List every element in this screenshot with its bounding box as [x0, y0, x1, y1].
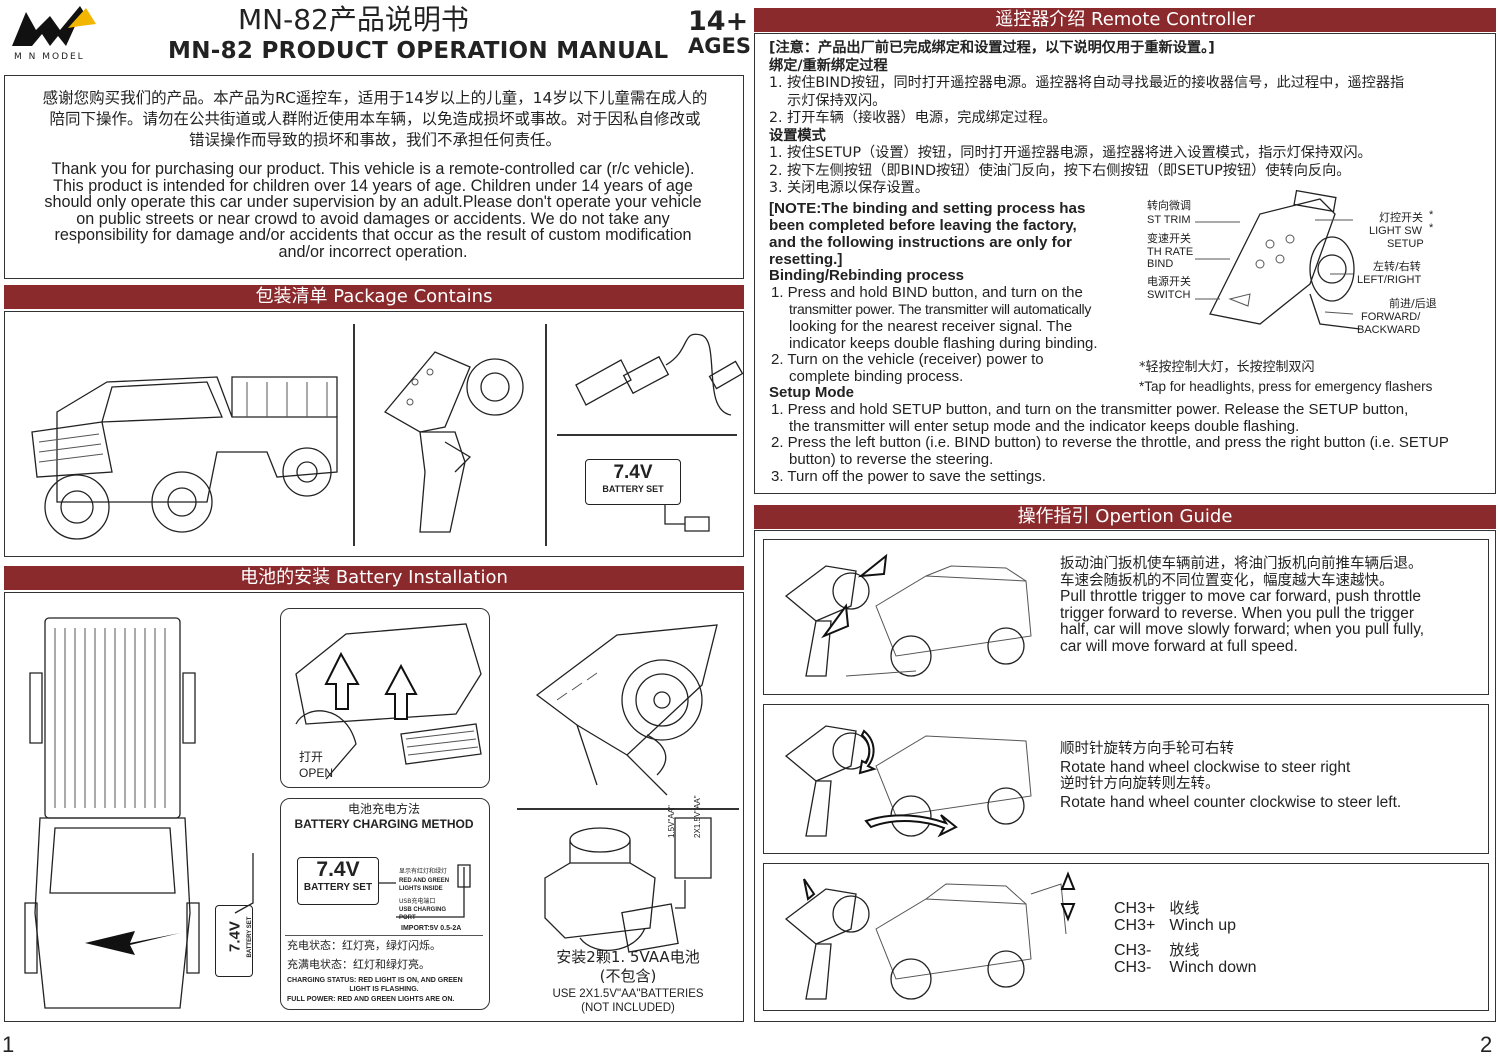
- winch-up-en-row: CH3+ Winch up: [1114, 917, 1237, 934]
- tap-note-en: *Tap for headlights, press for emergency…: [1139, 379, 1433, 394]
- remote-box: [注意：产品出厂前已完成绑定和设置过程，以下说明仅用于重新设置。] 绑定/重新绑…: [754, 33, 1496, 494]
- package-battery: 7.4V BATTERY SET: [585, 459, 681, 505]
- tap-note-cn: *轻按控制大灯，长按控制双闪: [1139, 360, 1315, 375]
- truck-illustration: [17, 322, 347, 552]
- aa-battery-compartment: [525, 818, 725, 958]
- intro-box: 感谢您购买我们的产品。本产品为RC遥控车，适用于14岁以上的儿童，14岁以下儿童…: [4, 75, 744, 279]
- usb-port-en2: PORT: [399, 915, 416, 921]
- winch-panel: CH3+ 收线 CH3+ Winch up CH3- 放线 CH3- Winch…: [763, 863, 1489, 1011]
- import-spec: IMPORT:5V 0.5-2A: [401, 925, 462, 932]
- open-label-cn: 打开: [299, 750, 324, 764]
- setup-step-3: 3. Turn off the power to save the settin…: [771, 468, 1046, 485]
- charger-note-en2: LIGHTS INSIDE: [399, 886, 443, 892]
- throttle-panel: 扳动油门扳机使车辆前进，将油门扳机向前推车辆后退。 车速会随扳机的不同位置变化，…: [763, 539, 1489, 695]
- throttle-text: 扳动油门扳机使车辆前进，将油门扳机向前推车辆后退。 车速会随扳机的不同位置变化，…: [1060, 556, 1425, 655]
- setup-step-1: 1. Press and hold SETUP button, and turn…: [771, 401, 1409, 435]
- remote-header: 遥控器介绍 Remote Controller: [754, 8, 1496, 32]
- charging-method-panel: 电池充电方法 BATTERY CHARGING METHOD 7.4V BATT…: [280, 798, 490, 1010]
- brand-logo: M N MODEL: [6, 4, 98, 64]
- battery-install-box: 7.4V BATTERY SET 打开 OPEN 电池充电方法 BATTERY …: [4, 592, 744, 1022]
- install-aa-en1: USE 2X1.5V"AA"BATTERIES: [552, 988, 704, 1000]
- charger-cable-icon: [376, 863, 476, 923]
- battery-install-divider: [517, 808, 739, 810]
- open-label-en: OPEN: [299, 766, 334, 780]
- status-charging-cn: 充电状态：红灯亮，绿灯闪烁。: [287, 939, 441, 952]
- binding-step-2: 2. Turn on the vehicle (receiver) power …: [771, 351, 1044, 385]
- charger-note-en1: RED AND GREEN: [399, 878, 450, 884]
- page-number-right: 2: [1480, 1032, 1493, 1057]
- winch-illustration: [776, 874, 1076, 1004]
- binding-title: Binding/Rebinding process: [769, 267, 965, 284]
- charger-note-cn: 显示有红灯和绿灯: [399, 868, 448, 875]
- package-divider-3: [557, 434, 737, 436]
- steering-panel: 顺时针旋转方向手轮可右转 Rotate hand wheel clockwise…: [763, 704, 1489, 854]
- winch-down-row: CH3- 放线: [1114, 941, 1200, 960]
- transmitter-illustration: [375, 342, 535, 532]
- page-number-left: 1: [2, 1032, 15, 1057]
- package-divider-1: [353, 324, 355, 546]
- throttle-illustration: [776, 546, 1056, 686]
- open-hood-panel: 打开 OPEN: [280, 608, 490, 788]
- logo-mark-icon: [12, 6, 96, 46]
- steering-illustration: [776, 711, 1056, 847]
- battery-install-header: 电池的安装 Battery Installation: [4, 566, 744, 590]
- remote-diagram: [1200, 194, 1370, 334]
- status-charging-en2: LIGHT IS FLASHING.: [349, 986, 419, 993]
- hood-illustration: [286, 614, 486, 784]
- install-aa-cn1: 安装2颗1. 5VAA电池: [556, 948, 700, 966]
- package-divider-2: [545, 324, 547, 546]
- title-en: MN-82 PRODUCT OPERATION MANUAL: [168, 38, 669, 64]
- binding-step-1: 1. Press and hold BIND button, and turn …: [771, 284, 1098, 352]
- usb-port-cn: USB充电端口: [399, 898, 436, 905]
- status-full-en: FULL POWER: RED AND GREEN LIGHTS ARE ON.: [287, 996, 455, 1003]
- winch-down-en-row: CH3- Winch down: [1114, 959, 1257, 976]
- remote-cn-instructions: [注意：产品出厂前已完成绑定和设置过程，以下说明仅用于重新设置。] 绑定/重新绑…: [769, 40, 1405, 196]
- package-box: 7.4V BATTERY SET: [4, 311, 744, 557]
- usb-cable-icon: [571, 330, 751, 440]
- title-cn: MN-82产品说明书: [238, 3, 469, 36]
- transmitter-battery-illustration: [517, 605, 732, 795]
- status-charging-en1: CHARGING STATUS: RED LIGHT IS ON, AND GR…: [287, 977, 463, 984]
- setup-step-2: 2. Press the left button (i.e. BIND butt…: [771, 434, 1449, 468]
- charging-title-en: BATTERY CHARGING METHOD: [294, 817, 474, 831]
- intro-cn: 感谢您购买我们的产品。本产品为RC遥控车，适用于14岁以上的儿童，14岁以下儿童…: [42, 89, 708, 149]
- status-full-cn: 充满电状态：红灯和绿灯亮。: [287, 958, 430, 971]
- steering-text: 顺时针旋转方向手轮可右转 Rotate hand wheel clockwise…: [1060, 741, 1402, 811]
- install-aa-en2: (NOT INCLUDED): [581, 1002, 675, 1014]
- battery-plug-icon: [655, 504, 725, 544]
- guide-box: 扳动油门扳机使车辆前进，将油门扳机向前推车辆后退。 车速会随扳机的不同位置变化，…: [754, 530, 1496, 1022]
- callout-leaders: [1175, 204, 1475, 344]
- charging-divider: [285, 935, 483, 936]
- charging-battery: 7.4V BATTERY SET: [297, 857, 379, 905]
- setup-title: Setup Mode: [769, 384, 854, 401]
- install-aa-cn2: (不包含): [599, 967, 657, 985]
- side-battery: 7.4V BATTERY SET: [215, 905, 253, 977]
- intro-en: Thank you for purchasing our product. Th…: [44, 160, 702, 261]
- logo-text: M N MODEL: [14, 52, 85, 62]
- guide-header: 操作指引 Opertion Guide: [754, 505, 1496, 529]
- age-badge-line2: AGES: [688, 34, 751, 58]
- age-badge-line1: 14+: [688, 6, 749, 37]
- winch-up-row: CH3+ 收线: [1114, 899, 1200, 918]
- usb-port-en1: USB CHARGING: [399, 907, 447, 913]
- charging-title-cn: 电池充电方法: [347, 802, 420, 816]
- truck-top-view: [25, 613, 255, 1013]
- remote-note-en: [NOTE:The binding and setting process ha…: [769, 200, 1086, 268]
- winch-text: CH3+ 收线 CH3+ Winch up CH3- 放线 CH3- Winch…: [1114, 899, 1257, 977]
- aa-label-2: 2X1.5V"AA": [693, 795, 702, 838]
- aa-label-1: 1.5V"AA": [667, 805, 676, 838]
- package-header: 包装清单 Package Contains: [4, 285, 744, 309]
